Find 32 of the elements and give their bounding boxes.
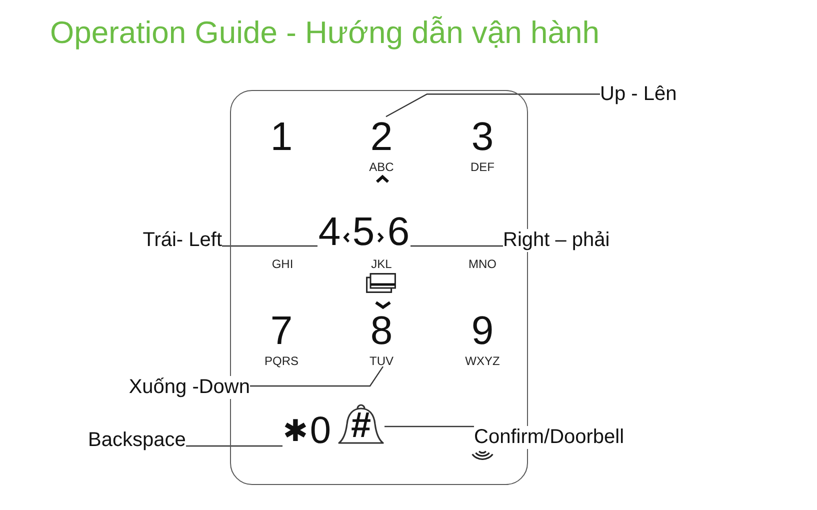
key-letters: JKL xyxy=(370,258,393,270)
key-digit: 6 xyxy=(386,212,410,252)
key-digit: 4 xyxy=(318,212,342,252)
key-letters: WXYZ xyxy=(465,354,500,367)
key-letters: DEF xyxy=(470,160,494,173)
key-digit: 7 xyxy=(270,310,293,351)
leader-line xyxy=(386,94,600,118)
leader-line xyxy=(384,426,474,428)
key-symbol: # xyxy=(349,407,372,444)
leader-line xyxy=(222,245,318,247)
key-letters: ABC xyxy=(369,160,394,173)
leader-line xyxy=(186,445,282,447)
callout-label: Xuống -Down xyxy=(128,376,250,399)
callout-label: Confirm/Doorbell xyxy=(474,426,624,449)
title: Operation Guide - Hướng dẫn vận hành xyxy=(50,15,600,51)
callout-label: Backspace xyxy=(88,428,186,452)
key-digit: 0 xyxy=(309,412,332,450)
leader-line xyxy=(250,366,384,387)
callout-label: Right – phải xyxy=(503,228,610,252)
key-digit: 2 xyxy=(370,116,393,157)
key-digit: 8 xyxy=(370,310,393,351)
callout-label: Up - Lên xyxy=(600,82,677,106)
leader-line xyxy=(410,245,503,247)
key-digit: 3 xyxy=(471,116,494,157)
key-letters: PQRS xyxy=(264,354,298,367)
key-symbol: ✱ xyxy=(282,414,308,448)
key-letters: GHI xyxy=(270,258,294,270)
key-digit: 1 xyxy=(270,116,294,157)
key-digit: 9 xyxy=(471,310,494,351)
key-letters: TUV xyxy=(370,354,394,367)
key-letters: MNO xyxy=(468,258,498,270)
key-digit: 5 xyxy=(352,212,376,252)
